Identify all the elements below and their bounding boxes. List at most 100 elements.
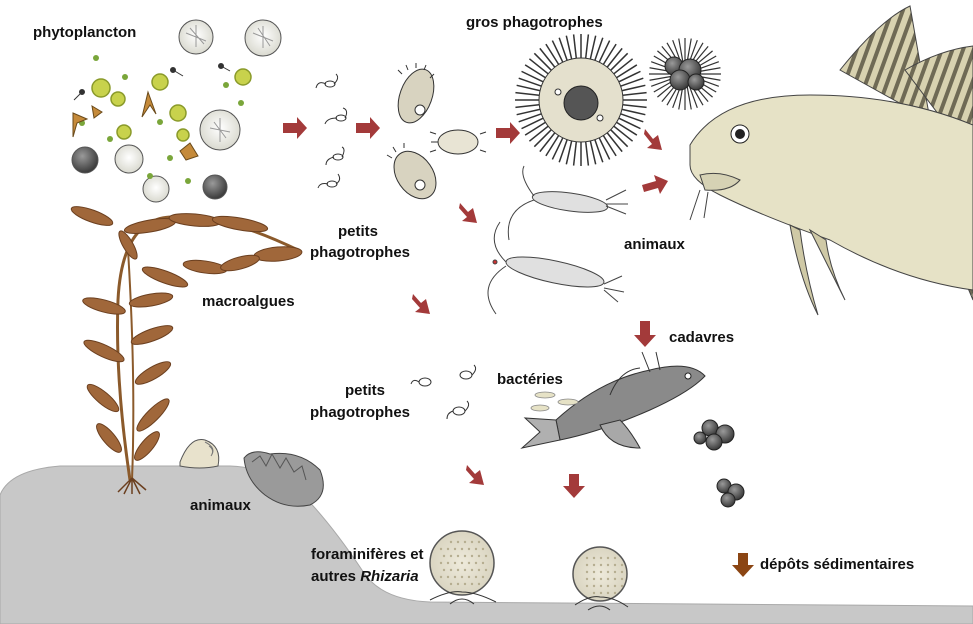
pore bbox=[593, 592, 595, 594]
pore bbox=[478, 583, 480, 585]
pore bbox=[461, 548, 463, 550]
pore bbox=[447, 576, 449, 578]
spine bbox=[515, 93, 541, 96]
pore bbox=[440, 576, 442, 578]
pore bbox=[600, 585, 602, 587]
spiny-cluster bbox=[649, 38, 721, 110]
pore bbox=[454, 548, 456, 550]
pore bbox=[614, 564, 616, 566]
label-sediment-legend: dépôts sédimentaires bbox=[760, 556, 914, 574]
spine bbox=[615, 65, 637, 79]
pore bbox=[471, 541, 473, 543]
flow-arrow bbox=[496, 122, 520, 144]
pore bbox=[478, 541, 480, 543]
pore bbox=[450, 569, 452, 571]
spine bbox=[515, 104, 541, 107]
pore bbox=[464, 583, 466, 585]
pore bbox=[593, 557, 595, 559]
pore bbox=[621, 585, 623, 587]
label-small-phagotrophs-top-1: petits bbox=[338, 223, 378, 241]
spine bbox=[546, 44, 560, 66]
pore bbox=[454, 562, 456, 564]
spine bbox=[517, 109, 542, 115]
spine bbox=[525, 121, 547, 135]
ciliates bbox=[385, 63, 486, 207]
pore bbox=[614, 578, 616, 580]
spine bbox=[590, 36, 596, 61]
label-large-phagotrophs: gros phagotrophes bbox=[466, 14, 603, 32]
label-small-phagotrophs-top-2: phagotrophes bbox=[310, 244, 410, 262]
spine bbox=[540, 48, 556, 68]
pore bbox=[586, 571, 588, 573]
pore bbox=[447, 548, 449, 550]
pore bbox=[614, 571, 616, 573]
pore bbox=[600, 557, 602, 559]
radiolarian bbox=[515, 34, 647, 166]
label-foraminifera-2-prefix: autres bbox=[311, 568, 360, 585]
pore bbox=[461, 562, 463, 564]
pore bbox=[443, 569, 445, 571]
flow-arrow bbox=[466, 465, 484, 485]
label-small-phagotrophs-bottom-1: petits bbox=[345, 382, 385, 400]
pore bbox=[457, 569, 459, 571]
pore bbox=[621, 571, 623, 573]
pore bbox=[471, 555, 473, 557]
pore bbox=[607, 578, 609, 580]
pore bbox=[440, 548, 442, 550]
label-macroalgae: macroalgues bbox=[202, 293, 295, 311]
pore bbox=[464, 569, 466, 571]
pore bbox=[471, 583, 473, 585]
flow-arrow bbox=[356, 117, 380, 139]
spine bbox=[529, 59, 549, 75]
pore bbox=[600, 564, 602, 566]
pore bbox=[607, 557, 609, 559]
pore bbox=[478, 569, 480, 571]
spine bbox=[585, 140, 588, 166]
flow-arrow bbox=[642, 175, 668, 194]
spine bbox=[621, 104, 647, 107]
pore bbox=[586, 557, 588, 559]
copepods bbox=[488, 166, 628, 314]
pore bbox=[593, 571, 595, 573]
pore bbox=[450, 555, 452, 557]
pore bbox=[482, 562, 484, 564]
label-rhizaria: Rhizaria bbox=[360, 568, 418, 585]
spine bbox=[590, 139, 596, 164]
pore bbox=[485, 555, 487, 557]
pore bbox=[586, 585, 588, 587]
label-foraminifera-2: autres Rhizaria bbox=[311, 568, 419, 586]
pore bbox=[607, 592, 609, 594]
sediment-arrow-icon bbox=[732, 553, 754, 577]
pore bbox=[600, 592, 602, 594]
spine bbox=[540, 131, 556, 151]
pore bbox=[593, 585, 595, 587]
label-animals-bottom: animaux bbox=[190, 497, 251, 515]
fish-carcass bbox=[522, 352, 705, 448]
pore bbox=[468, 548, 470, 550]
pore bbox=[450, 541, 452, 543]
pore bbox=[457, 541, 459, 543]
spine bbox=[602, 44, 616, 66]
spine bbox=[574, 140, 577, 166]
spine bbox=[602, 134, 616, 156]
spine bbox=[612, 59, 632, 75]
spine bbox=[534, 53, 552, 71]
spine bbox=[609, 53, 627, 71]
spine bbox=[609, 128, 627, 146]
pore bbox=[614, 585, 616, 587]
label-small-phagotrophs-bottom-2: phagotrophes bbox=[310, 404, 410, 422]
pore bbox=[482, 548, 484, 550]
pore bbox=[447, 562, 449, 564]
pore bbox=[464, 541, 466, 543]
pore bbox=[607, 571, 609, 573]
spine bbox=[621, 93, 647, 96]
flagellates-top bbox=[316, 74, 347, 188]
flow-arrow bbox=[283, 117, 307, 139]
flow-arrow bbox=[412, 294, 430, 314]
flagellates-bottom bbox=[411, 365, 476, 419]
pore bbox=[443, 555, 445, 557]
pore bbox=[475, 548, 477, 550]
pore bbox=[457, 555, 459, 557]
spine bbox=[620, 109, 645, 115]
label-foraminifera-1: foraminifères et bbox=[311, 546, 424, 564]
